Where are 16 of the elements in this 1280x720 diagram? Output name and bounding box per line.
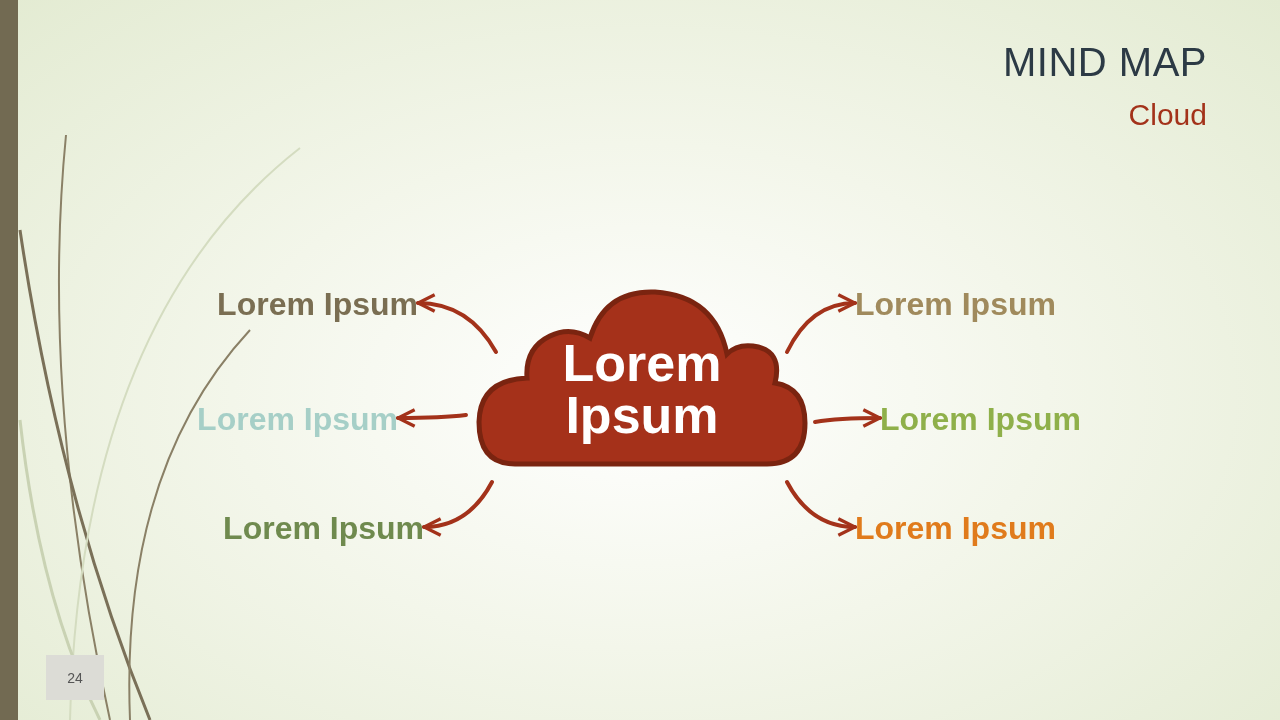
branch-text: Lorem Ipsum — [217, 285, 418, 323]
branch-text: Lorem Ipsum — [197, 400, 398, 438]
curved-arrow — [422, 480, 494, 537]
curved-arrow — [813, 408, 882, 429]
branch-text: Lorem Ipsum — [855, 285, 1056, 323]
slide-subtitle: Cloud — [1128, 98, 1207, 132]
curved-arrow — [785, 293, 857, 354]
slide-title: MIND MAP — [1003, 40, 1207, 85]
cloud-shape — [475, 286, 809, 470]
page-number: 24 — [46, 655, 104, 700]
branch-text: Lorem Ipsum — [880, 400, 1081, 438]
curved-arrow — [785, 480, 857, 537]
branch-text: Lorem Ipsum — [223, 509, 424, 547]
curved-arrow — [396, 407, 468, 428]
curved-arrow — [416, 293, 498, 354]
branch-text: Lorem Ipsum — [855, 509, 1056, 547]
